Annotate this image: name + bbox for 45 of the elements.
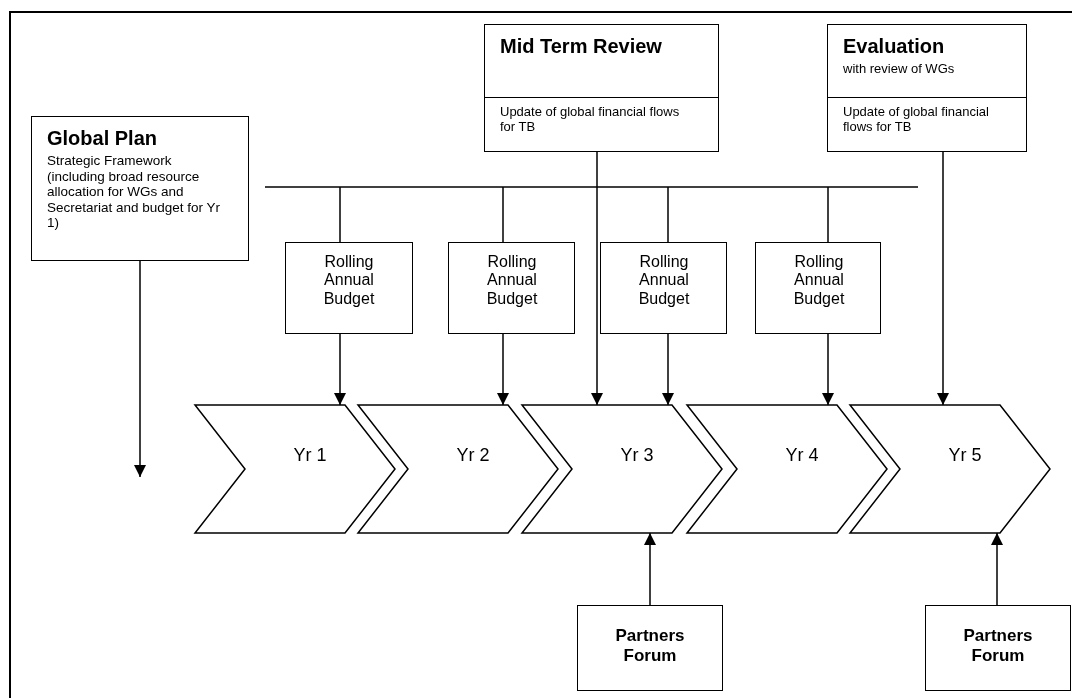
year-label: Yr 3 <box>619 445 655 466</box>
forum-box <box>577 605 723 691</box>
connector-line <box>502 186 504 243</box>
connector-line <box>339 186 341 243</box>
arrow <box>937 151 949 406</box>
review-box <box>484 24 719 152</box>
budget-box <box>448 242 575 334</box>
arrow <box>644 532 656 606</box>
arrow <box>334 333 346 406</box>
year-label: Yr 1 <box>292 445 328 466</box>
box-label: Rolling Annual Budget <box>485 253 539 309</box>
box-label: Partners Forum <box>614 626 686 666</box>
arrow <box>497 333 509 406</box>
box-label: Rolling Annual Budget <box>322 253 376 309</box>
forum-box <box>925 605 1071 691</box>
box-heading: Global Plan <box>47 127 159 150</box>
timeline-step <box>687 405 888 533</box>
timeline-step <box>850 405 1051 533</box>
arrow <box>662 333 674 406</box>
evaluation-box <box>827 24 1027 152</box>
arrow <box>991 532 1003 606</box>
box-label: Partners Forum <box>962 626 1034 666</box>
connector-line <box>667 186 669 243</box>
year-label: Yr 2 <box>455 445 491 466</box>
budget-box <box>600 242 727 334</box>
box-text: Strategic Framework (including broad resource allocation for WGs and Secretariat and budget for Yr 1) <box>47 153 222 231</box>
connector-line <box>827 186 829 243</box>
plan-box <box>31 116 249 261</box>
arrow <box>591 151 603 406</box>
box-text: Update of global financial flows for TB <box>500 105 681 135</box>
box-text: with review of WGs <box>843 62 956 77</box>
timeline-step <box>195 405 396 533</box>
box-text: Update of global financial flows for TB <box>843 105 990 135</box>
budget-box <box>755 242 881 334</box>
timeline-step <box>522 405 723 533</box>
year-label: Yr 4 <box>784 445 820 466</box>
timeline-step <box>358 405 559 533</box>
box-label: Rolling Annual Budget <box>792 253 846 309</box>
box-heading: Mid Term Review <box>500 35 663 58</box>
box-label: Rolling Annual Budget <box>637 253 691 309</box>
box-heading: Evaluation <box>843 35 946 58</box>
arrow <box>134 260 146 478</box>
budget-box <box>285 242 413 334</box>
year-label: Yr 5 <box>947 445 983 466</box>
arrow <box>822 333 834 406</box>
